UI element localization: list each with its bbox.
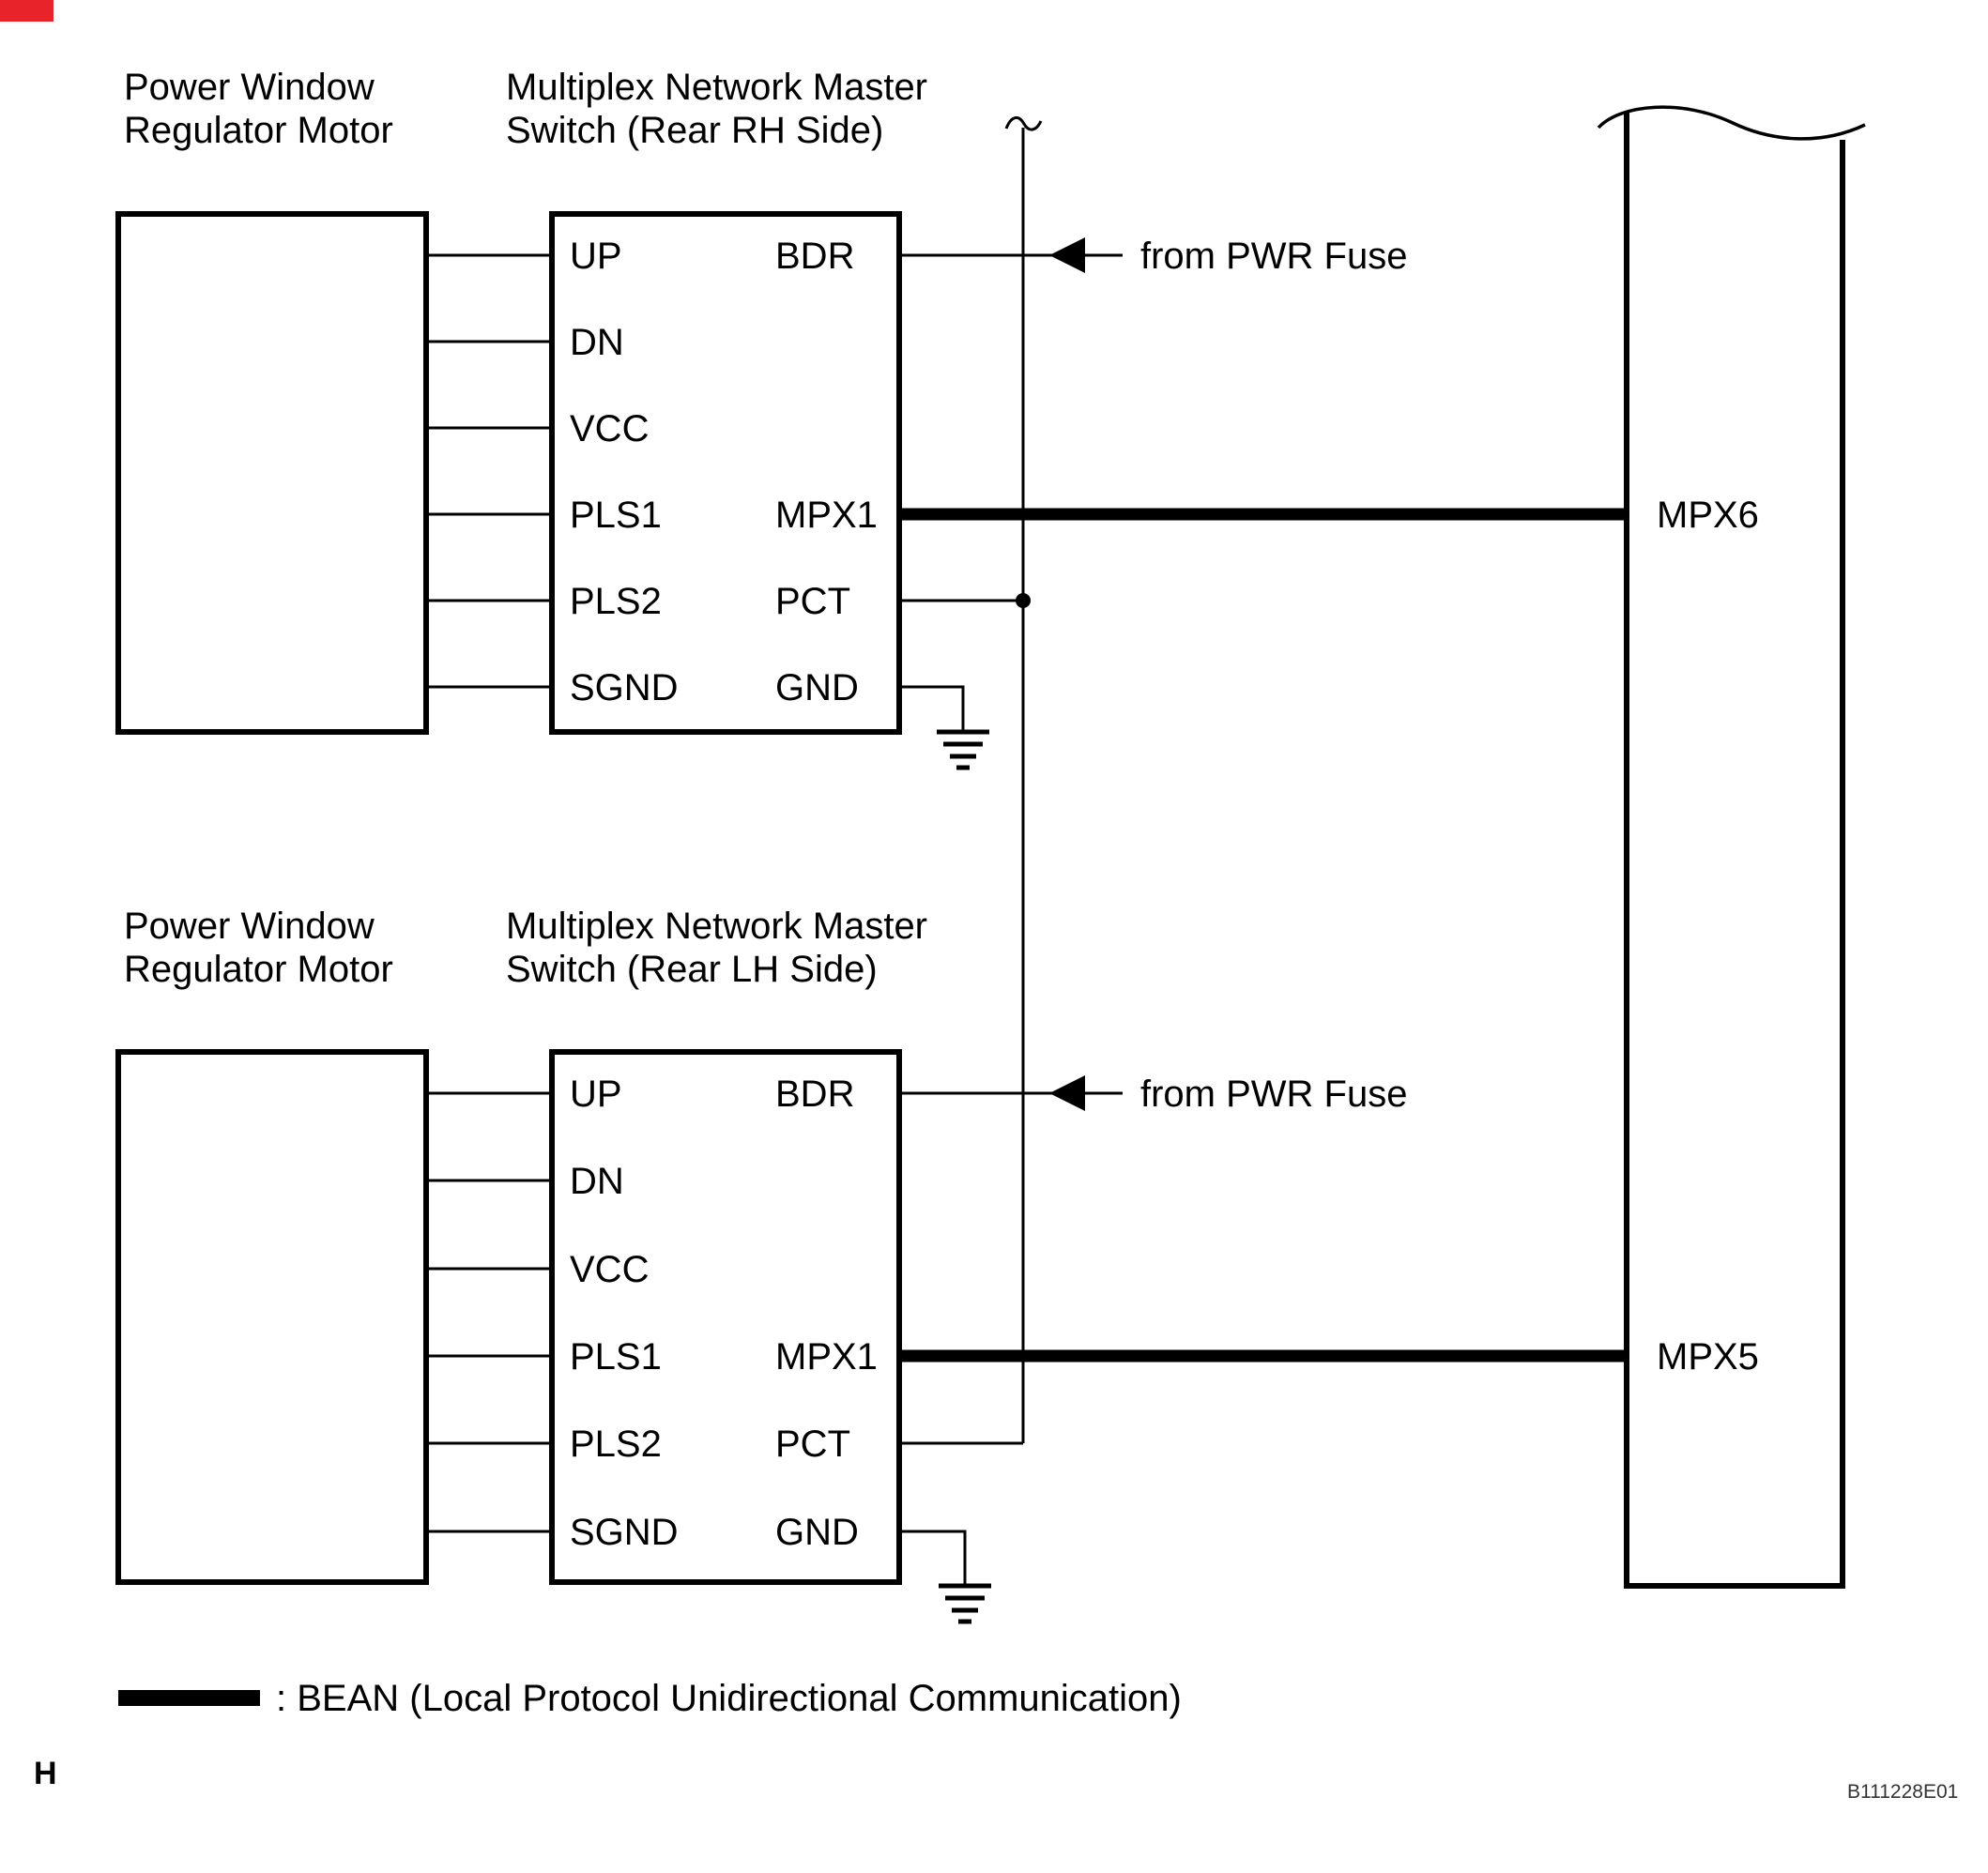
- pin-label-bdr-top: BDR: [775, 236, 854, 277]
- pin-label-mpx1-top: MPX1: [775, 495, 878, 536]
- pin-label-pls2-top: PLS2: [570, 581, 662, 622]
- red-corner-marker: [0, 0, 54, 22]
- fuse-note-bottom: from PWR Fuse: [1140, 1074, 1407, 1115]
- pin-label-sgnd-bottom: SGND: [570, 1512, 679, 1553]
- body-ecu-box: [1597, 105, 1866, 1589]
- arrow-left-icon: [1049, 237, 1085, 273]
- figure-code: B111228E01: [1847, 1781, 1958, 1803]
- pin-label-pls1-top: PLS1: [570, 495, 662, 536]
- switch-label-top-line2: Switch (Rear RH Side): [506, 110, 883, 151]
- pin-label-pls1-bottom: PLS1: [570, 1336, 662, 1378]
- motor-box-bottom: [115, 1049, 429, 1585]
- pin-label-up-bottom: UP: [570, 1074, 622, 1115]
- pin-label-bdr-bottom: BDR: [775, 1074, 854, 1115]
- ecu-box-outline: [1624, 113, 1845, 1589]
- ground-symbol-top: [899, 685, 989, 770]
- pin-label-gnd-bottom: GND: [775, 1512, 859, 1553]
- wire-gnd-bottom: [899, 1530, 967, 1584]
- switch-label-bottom-line2: Switch (Rear LH Side): [506, 949, 878, 990]
- motor-label-bottom-line2: Regulator Motor: [124, 949, 393, 990]
- page-marker: H: [34, 1756, 57, 1791]
- switch-label-bottom-line1: Multiplex Network Master: [506, 906, 927, 947]
- pin-label-up-top: UP: [570, 236, 622, 277]
- wire-gnd-top: [899, 685, 965, 730]
- fuse-note-top: from PWR Fuse: [1140, 236, 1407, 277]
- wire-break-squiggle-icon: [1004, 116, 1043, 131]
- pin-label-dn-bottom: DN: [570, 1161, 624, 1202]
- pin-label-dn-top: DN: [570, 322, 624, 363]
- switch-box-top: [549, 211, 902, 735]
- torn-edge-wave: [1597, 105, 1866, 141]
- motor-label-bottom-line1: Power Window: [124, 906, 375, 947]
- legend-bean-line-sample: [118, 1690, 260, 1706]
- pin-label-pls2-bottom: PLS2: [570, 1424, 662, 1465]
- switch-box-bottom: [549, 1049, 902, 1585]
- pin-label-vcc-top: VCC: [570, 408, 649, 449]
- motor-switch-wires-bottom: [426, 1091, 552, 1533]
- motor-label-top-line1: Power Window: [124, 67, 375, 108]
- pin-label-sgnd-top: SGND: [570, 667, 679, 708]
- legend-label: : BEAN (Local Protocol Unidirectional Co…: [276, 1678, 1182, 1719]
- pin-label-vcc-bottom: VCC: [570, 1249, 649, 1290]
- legend: : BEAN (Local Protocol Unidirectional Co…: [118, 1678, 1182, 1719]
- motor-box-top: [115, 211, 429, 735]
- ground-symbol-bottom: [899, 1530, 991, 1624]
- bus-terminal-label-mpx6: MPX6: [1657, 495, 1759, 536]
- pin-label-mpx1-bottom: MPX1: [775, 1336, 878, 1378]
- motor-switch-wires-top: [426, 253, 552, 689]
- pin-label-pct-top: PCT: [775, 581, 850, 622]
- pin-label-pct-bottom: PCT: [775, 1424, 850, 1465]
- arrow-left-icon: [1049, 1075, 1085, 1111]
- bus-terminal-label-mpx5: MPX5: [1657, 1336, 1759, 1378]
- switch-label-top-line1: Multiplex Network Master: [506, 67, 927, 108]
- pin-label-gnd-top: GND: [775, 667, 859, 708]
- motor-label-top-line2: Regulator Motor: [124, 110, 393, 151]
